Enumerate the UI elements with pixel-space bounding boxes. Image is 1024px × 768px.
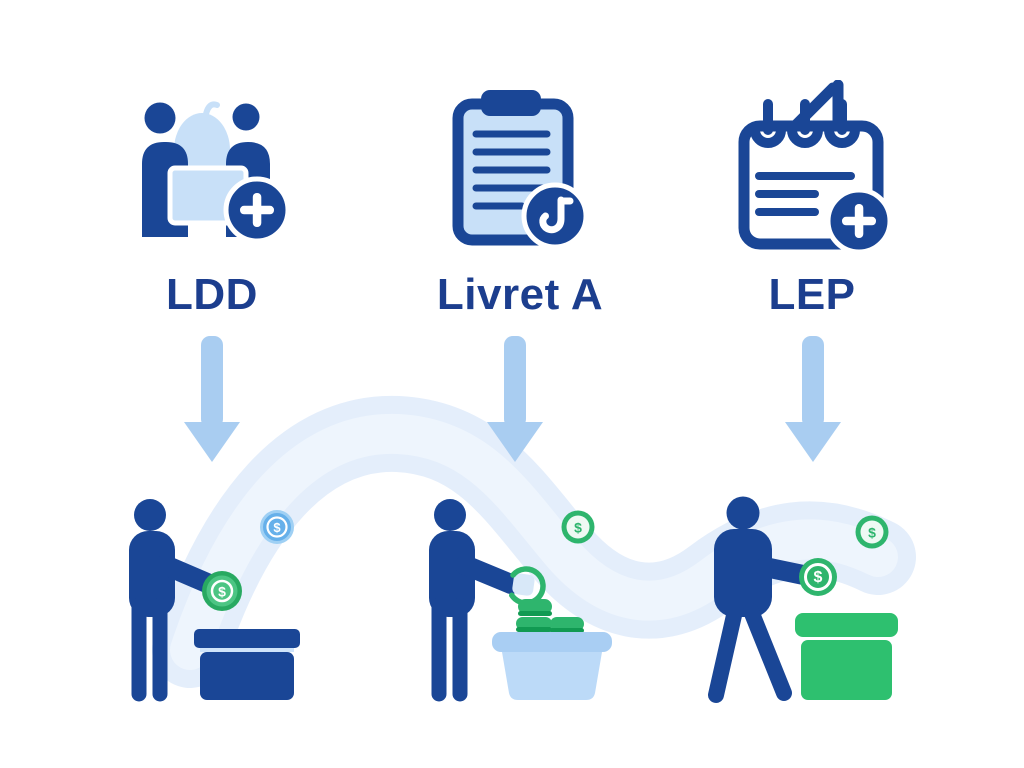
coin-ring-in-hand bbox=[506, 566, 546, 606]
label-livret-a: Livret A bbox=[436, 270, 604, 319]
green-dollar-coin-in-hand: $ bbox=[202, 571, 242, 611]
document-text-lines bbox=[472, 130, 551, 210]
scene-lep-deposit: $ $ bbox=[708, 496, 898, 703]
down-arrow-icon bbox=[785, 336, 841, 462]
green-deposit-box bbox=[795, 613, 898, 700]
navy-deposit-box bbox=[194, 629, 300, 700]
clipboard-clip bbox=[481, 90, 541, 116]
spiral-binding-rings bbox=[750, 99, 860, 148]
green-dollar-coin-in-hand: $ bbox=[799, 558, 837, 596]
hook-badge-icon bbox=[521, 182, 589, 250]
joint-account-add-icon bbox=[142, 101, 291, 244]
svg-text:$: $ bbox=[868, 525, 876, 541]
coin-stacks bbox=[516, 599, 584, 633]
notepad-text-lines bbox=[755, 172, 855, 216]
person-walking-figure bbox=[708, 496, 823, 703]
scene-livret-a-deposit: $ bbox=[429, 499, 612, 702]
down-arrow-icon bbox=[487, 336, 543, 462]
label-ldd: LDD bbox=[166, 270, 258, 319]
down-arrow-icon bbox=[184, 336, 240, 462]
blue-dollar-coin: $ bbox=[260, 510, 294, 544]
green-dollar-coin: $ bbox=[561, 510, 595, 544]
person-figure bbox=[429, 499, 521, 702]
svg-text:$: $ bbox=[273, 520, 281, 535]
plus-badge-icon bbox=[223, 176, 291, 244]
plus-badge-icon bbox=[825, 187, 893, 255]
svg-text:$: $ bbox=[218, 584, 226, 600]
blue-basket-with-coin-stacks bbox=[492, 599, 612, 700]
label-lep: LEP bbox=[768, 270, 856, 319]
green-dollar-coin: $ bbox=[855, 515, 889, 549]
notepad-add-icon bbox=[738, 80, 893, 255]
svg-text:$: $ bbox=[574, 520, 582, 536]
clipboard-document-icon bbox=[452, 90, 589, 250]
scene-ldd-deposit: $ $ bbox=[129, 499, 300, 702]
svg-text:$: $ bbox=[814, 569, 823, 586]
